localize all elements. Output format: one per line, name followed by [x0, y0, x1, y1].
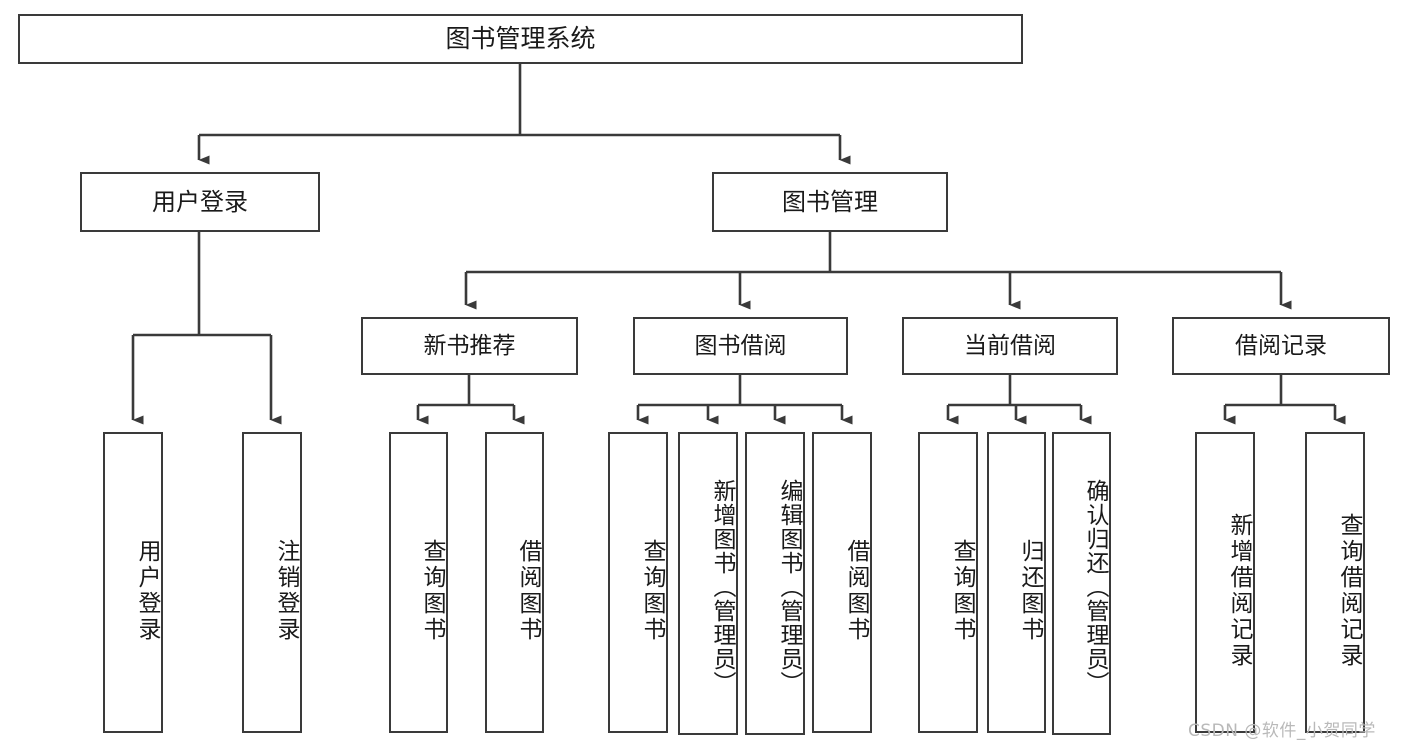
- node-leaf-query-book-current[interactable]: 查询图书: [918, 432, 978, 733]
- node-book-management-label: 图书管理: [782, 188, 878, 216]
- node-leaf-add-book-admin-label: 新增图书（管理员）: [709, 478, 735, 695]
- node-leaf-logout-label: 注销登录: [273, 538, 299, 643]
- node-leaf-user-login[interactable]: 用户登录: [103, 432, 163, 733]
- csdn-watermark: CSDN @软件_小贺同学: [1188, 721, 1376, 741]
- node-book-management[interactable]: 图书管理: [712, 172, 948, 232]
- node-borrow-records[interactable]: 借阅记录: [1172, 317, 1390, 375]
- node-leaf-add-borrow-record-label: 新增借阅记录: [1226, 512, 1252, 669]
- node-leaf-query-borrow-record[interactable]: 查询借阅记录: [1305, 432, 1365, 733]
- node-leaf-confirm-return-admin-label: 确认归还（管理员）: [1082, 478, 1108, 695]
- node-leaf-edit-book-admin-label: 编辑图书（管理员）: [776, 478, 802, 695]
- node-leaf-confirm-return-admin[interactable]: 确认归还（管理员）: [1052, 432, 1111, 735]
- node-leaf-query-book[interactable]: 查询图书: [608, 432, 668, 733]
- node-leaf-query-book-label: 查询图书: [639, 538, 665, 643]
- node-borrow-records-label: 借阅记录: [1235, 332, 1327, 359]
- node-leaf-edit-book-admin[interactable]: 编辑图书（管理员）: [745, 432, 805, 735]
- node-leaf-borrow-book[interactable]: 借阅图书: [812, 432, 872, 733]
- node-user-login[interactable]: 用户登录: [80, 172, 320, 232]
- node-current-borrow-label: 当前借阅: [964, 332, 1056, 359]
- node-current-borrow[interactable]: 当前借阅: [902, 317, 1118, 375]
- node-book-borrow-label: 图书借阅: [694, 332, 787, 359]
- node-leaf-borrow-book-label: 借阅图书: [843, 538, 869, 643]
- node-leaf-query-book-recommend-label: 查询图书: [419, 538, 445, 643]
- node-leaf-query-book-recommend[interactable]: 查询图书: [389, 432, 448, 733]
- node-root-label: 图书管理系统: [445, 24, 596, 54]
- node-leaf-return-book[interactable]: 归还图书: [987, 432, 1046, 733]
- node-leaf-query-book-current-label: 查询图书: [949, 538, 975, 643]
- node-user-login-label: 用户登录: [152, 188, 248, 216]
- node-leaf-borrow-book-recommend-label: 借阅图书: [515, 538, 541, 643]
- node-new-book-recommend-label: 新书推荐: [423, 332, 516, 359]
- node-leaf-add-borrow-record[interactable]: 新增借阅记录: [1195, 432, 1255, 733]
- node-root[interactable]: 图书管理系统: [18, 14, 1023, 64]
- node-leaf-borrow-book-recommend[interactable]: 借阅图书: [485, 432, 544, 733]
- node-leaf-logout[interactable]: 注销登录: [242, 432, 302, 733]
- node-leaf-query-borrow-record-label: 查询借阅记录: [1336, 512, 1362, 669]
- node-leaf-return-book-label: 归还图书: [1017, 538, 1043, 643]
- node-book-borrow[interactable]: 图书借阅: [633, 317, 848, 375]
- node-leaf-user-login-label: 用户登录: [134, 538, 160, 643]
- node-new-book-recommend[interactable]: 新书推荐: [361, 317, 578, 375]
- node-leaf-add-book-admin[interactable]: 新增图书（管理员）: [678, 432, 738, 735]
